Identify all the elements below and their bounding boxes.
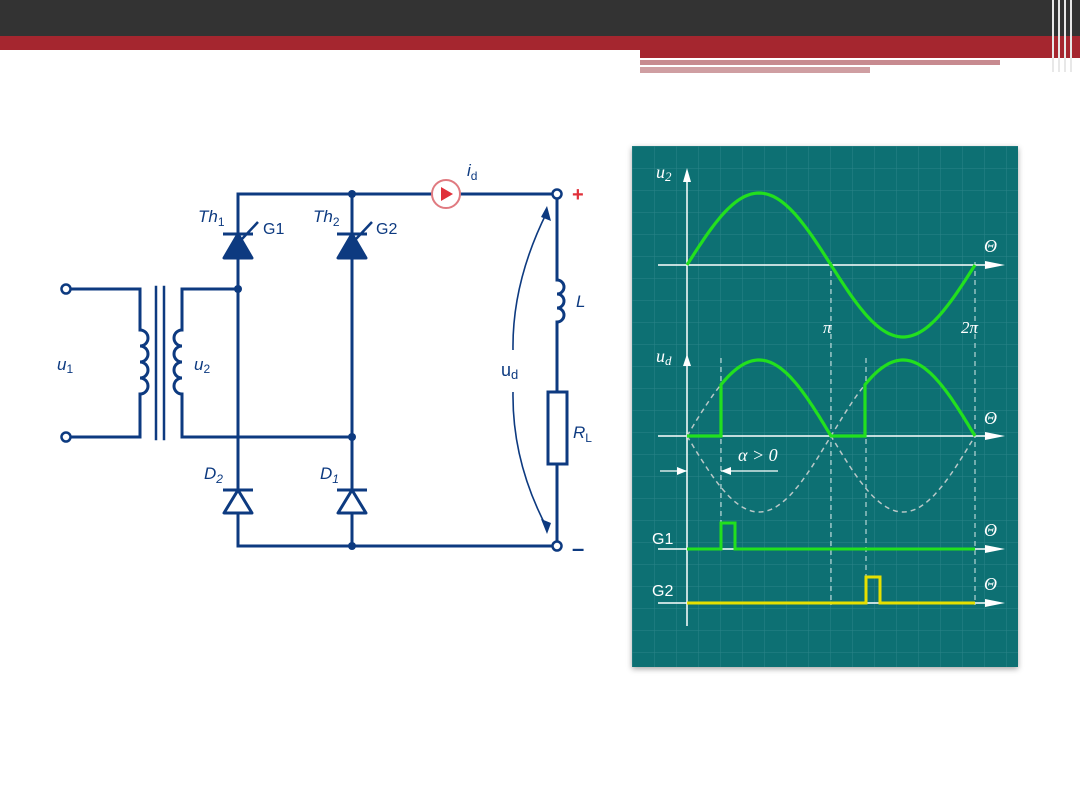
input-terminal-bottom	[60, 431, 72, 443]
inductor-L	[555, 278, 566, 324]
theta-label: Θ	[984, 236, 997, 256]
u1-label: u1	[57, 355, 73, 376]
junction-dot	[348, 190, 356, 198]
secondary-coil	[172, 328, 184, 396]
circuit-diagram: id Th1 Th2 G1 G2 D2 D1 u1 u2 ud L RL + –	[57, 161, 592, 561]
d2-label: D2	[204, 464, 223, 486]
g1-gate-label: G1	[263, 221, 284, 238]
g2-gate-label: G2	[376, 221, 397, 238]
header-red-band	[0, 36, 1080, 50]
th1-label: Th1	[198, 207, 225, 229]
g1-pulse-waveform	[687, 521, 975, 551]
corner-stripes	[1052, 0, 1074, 72]
theta-label: Θ	[984, 520, 997, 540]
ud-voltage-arrow	[512, 211, 548, 529]
g1-signal-label: G1	[652, 531, 673, 548]
thyristor-th1	[222, 221, 259, 260]
two-pi-label: 2π	[961, 318, 979, 337]
output-terminal-minus	[551, 540, 563, 552]
current-direction-marker	[431, 179, 461, 209]
junction-dot	[348, 433, 356, 441]
ud-waveform	[687, 358, 977, 438]
plus-sign: +	[572, 184, 584, 206]
scope-background	[632, 146, 1018, 667]
pi-label: π	[823, 318, 832, 337]
inductor-label: L	[576, 292, 585, 311]
resistor-RL	[546, 390, 569, 466]
d1-label: D1	[320, 464, 339, 486]
header-accent-stripe	[640, 50, 1080, 58]
id-label: id	[467, 161, 477, 183]
scope-grid	[632, 146, 1018, 667]
ud-axis-label: ud	[656, 346, 672, 368]
ud-label: ud	[501, 360, 518, 382]
junction-dot	[348, 542, 356, 550]
alpha-label: α > 0	[738, 445, 778, 465]
header-accent-stripe-pale	[640, 67, 870, 73]
minus-sign: –	[572, 536, 584, 561]
resistor-label: RL	[573, 423, 592, 445]
theta-label: Θ	[984, 574, 997, 594]
output-terminal-plus	[551, 188, 563, 200]
thyristor-th2	[336, 221, 373, 260]
header-bar	[0, 0, 1080, 36]
u2-axis-label: u2	[656, 162, 672, 184]
u2-waveform	[685, 191, 977, 339]
primary-coil	[138, 328, 150, 396]
junction-dot	[234, 285, 242, 293]
u2-label: u2	[194, 355, 210, 376]
diode-d1	[336, 488, 368, 515]
theta-label: Θ	[984, 408, 997, 428]
th2-label: Th2	[313, 207, 340, 229]
diode-d2	[222, 488, 254, 515]
ud-reference-waveform	[686, 359, 976, 513]
g2-pulse-waveform	[687, 575, 975, 605]
header-accent-stripe-light	[640, 60, 1000, 65]
g2-signal-label: G2	[652, 583, 673, 600]
input-terminal-top	[60, 283, 72, 295]
